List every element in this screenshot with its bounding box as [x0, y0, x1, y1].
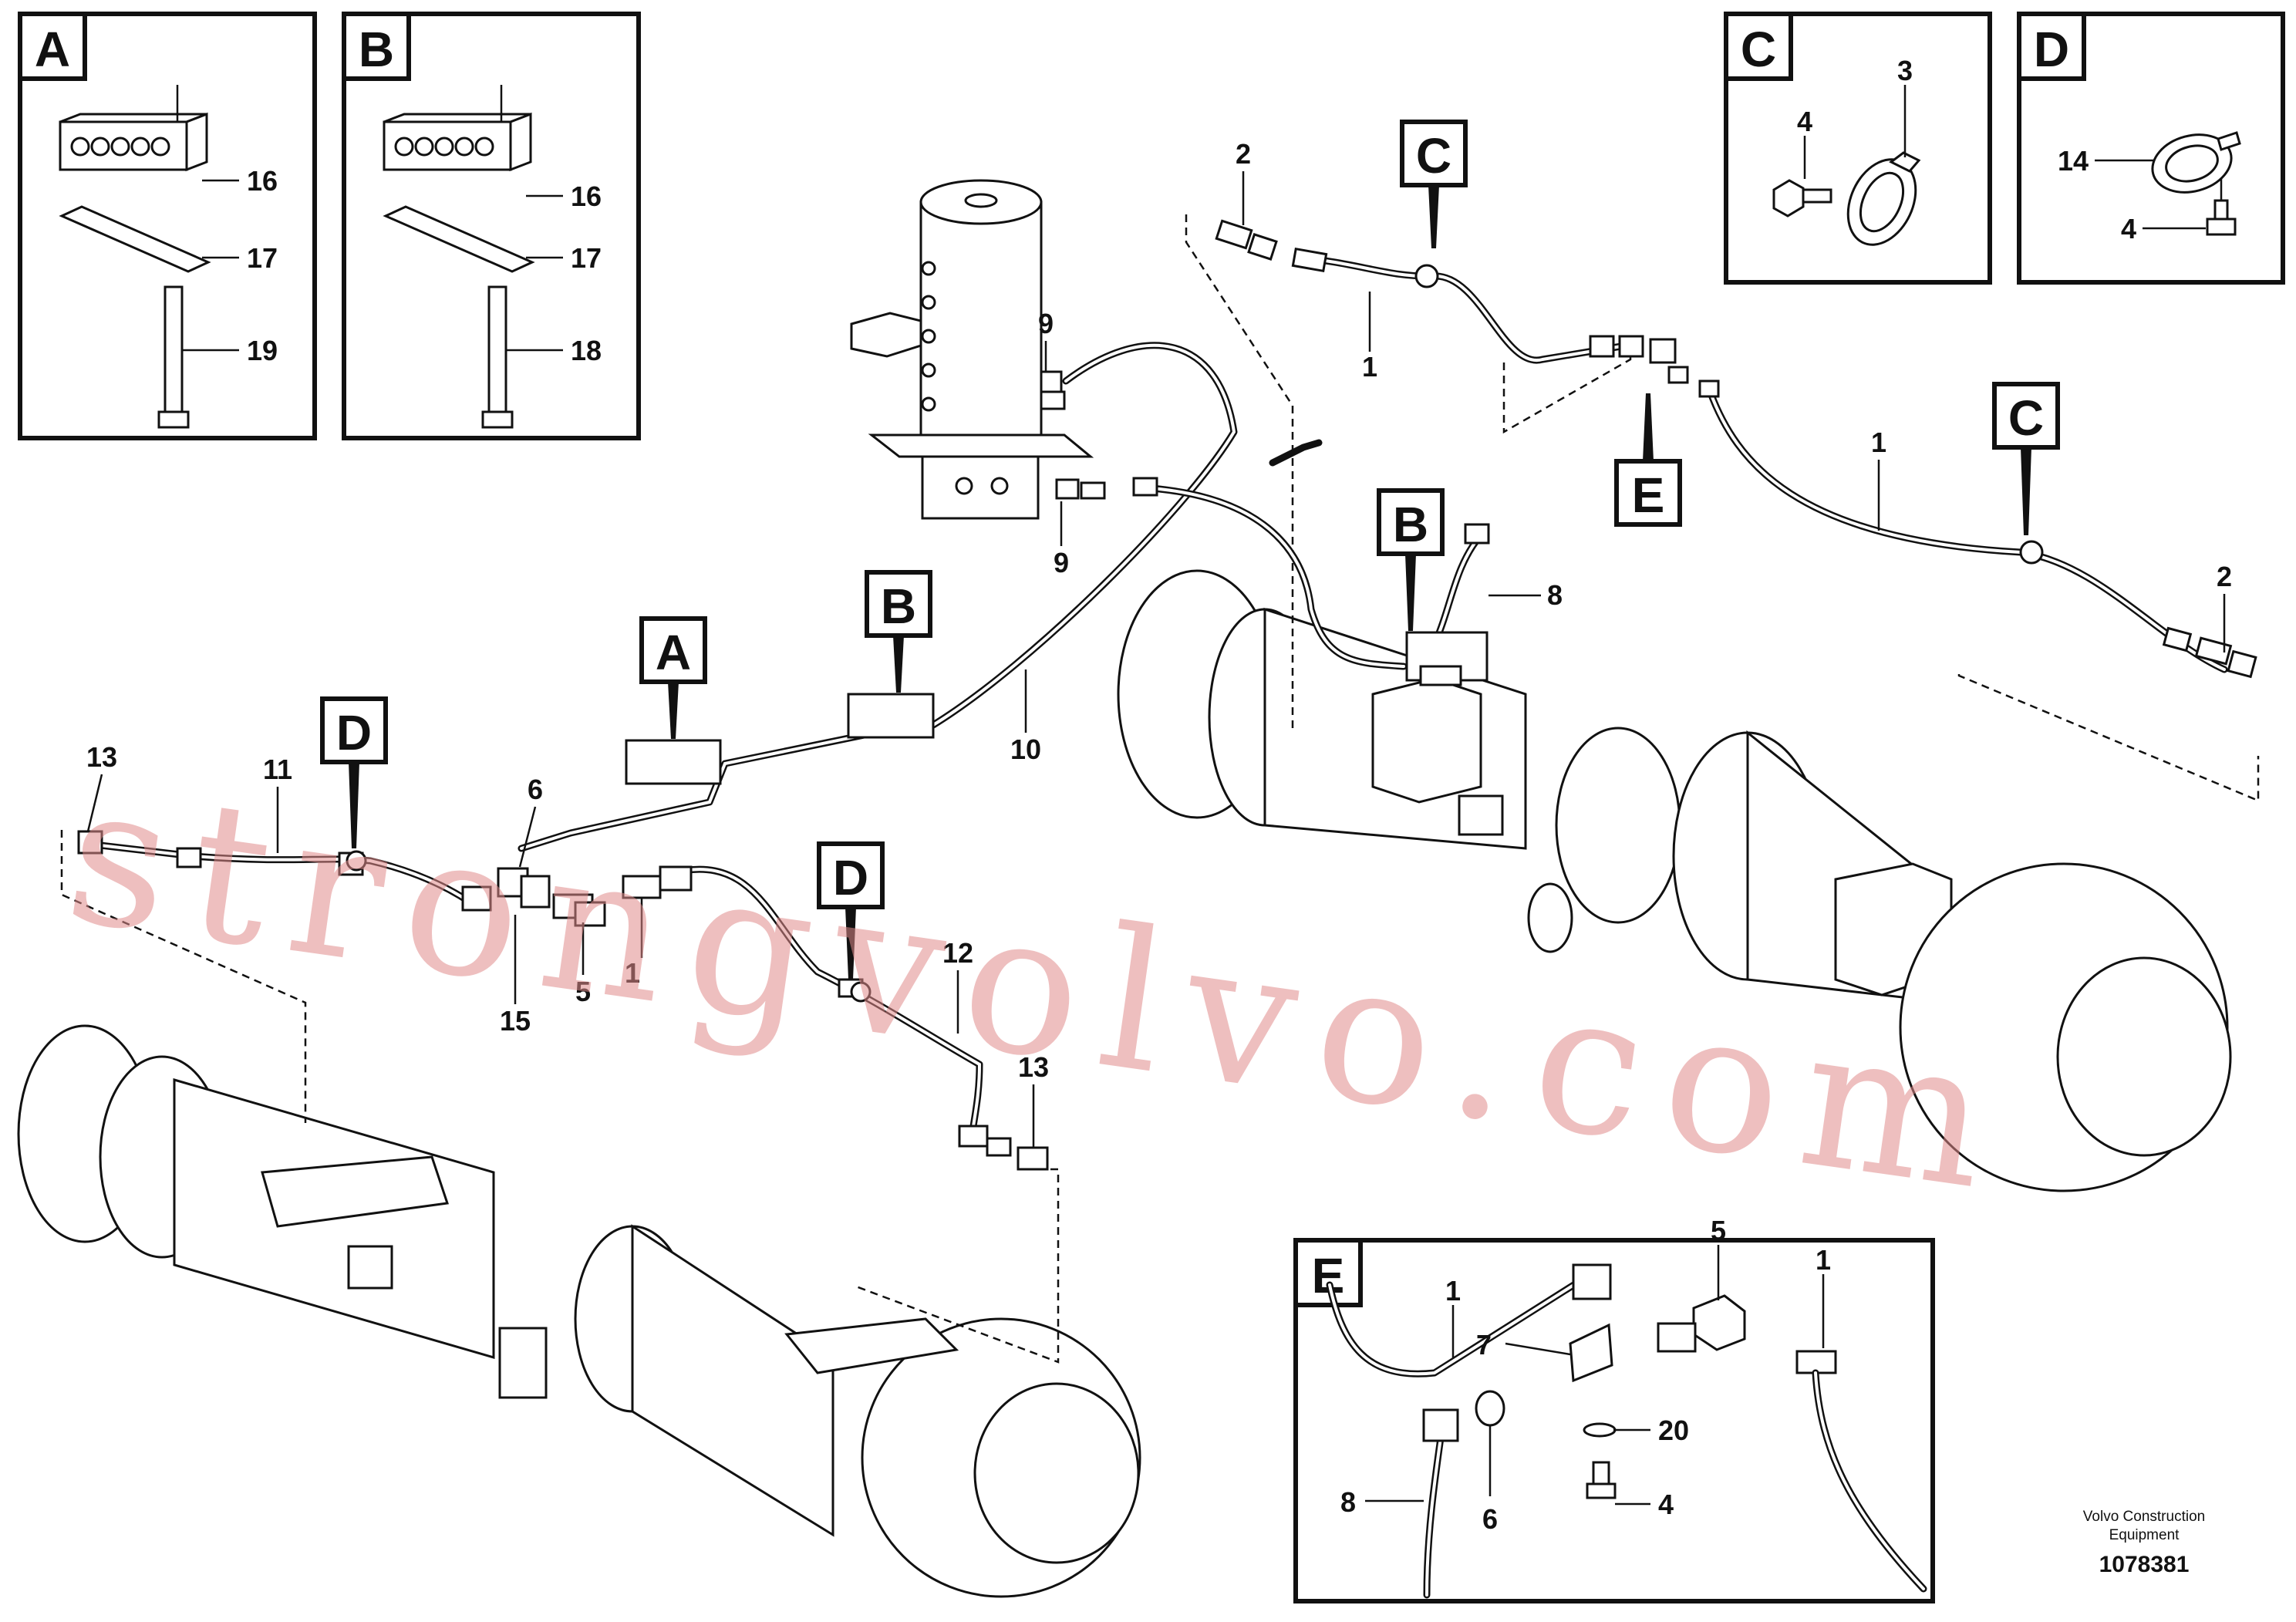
clamp-block-icon — [59, 85, 208, 172]
detail-letter-e: E — [1312, 1248, 1345, 1303]
part-label-4: 4 — [2121, 213, 2136, 244]
p-clamp-icon — [1846, 151, 1921, 246]
callout-d-left: D — [320, 696, 388, 848]
washer-icon — [1583, 1422, 1617, 1438]
svg-text:2: 2 — [2217, 561, 2232, 592]
part-label-14: 14 — [2058, 145, 2089, 177]
part-labels: 2 1 9 9 1 2 8 10 13 11 6 1 12 15 5 13 — [86, 138, 2232, 1148]
bracket-icon — [1569, 1323, 1613, 1383]
rear-axle-icon — [17, 1024, 1141, 1598]
svg-text:C: C — [2008, 390, 2044, 446]
callout-a: A — [639, 616, 707, 739]
bolt-icon — [157, 285, 190, 429]
drawing-number: 1078381 — [2099, 1552, 2190, 1577]
swivel-valve-icon — [850, 179, 1094, 520]
detail-box-e: E 1 5 1 7 20 8 6 4 — [1293, 1215, 1935, 1603]
plate-icon — [59, 205, 211, 273]
fitting-icon — [1572, 1263, 1612, 1300]
part-label-7: 7 — [1476, 1329, 1492, 1361]
part-label-6: 6 — [1482, 1503, 1498, 1535]
svg-text:D: D — [833, 850, 868, 905]
svg-text:10: 10 — [1010, 733, 1041, 765]
svg-text:13: 13 — [86, 741, 117, 773]
svg-text:C: C — [1416, 128, 1451, 184]
part-label-17: 17 — [571, 242, 602, 274]
svg-text:12: 12 — [942, 937, 973, 969]
dashed-leader — [1957, 674, 2260, 802]
svg-text:15: 15 — [500, 1005, 531, 1037]
part-label-17: 17 — [247, 242, 278, 274]
part-label-1: 1 — [1445, 1275, 1461, 1307]
front-axle-icon — [1117, 569, 2232, 1192]
svg-text:B: B — [881, 578, 916, 634]
part-label-20: 20 — [1658, 1415, 1689, 1446]
callout-b-right: B — [1377, 488, 1445, 631]
detail-box-c: C 3 4 — [1724, 12, 1992, 285]
svg-text:E: E — [1632, 467, 1665, 523]
fitting-icons — [77, 219, 2257, 1171]
dashed-leader — [1185, 214, 1294, 728]
svg-text:A: A — [656, 625, 691, 680]
part-label-16: 16 — [247, 165, 278, 197]
svg-text:B: B — [1393, 497, 1428, 552]
svg-text:5: 5 — [575, 976, 591, 1007]
detail-letter-d: D — [2034, 22, 2069, 77]
detail-box-b: B 16 17 18 — [342, 12, 641, 440]
svg-text:8: 8 — [1547, 579, 1563, 611]
svg-text:D: D — [336, 705, 372, 760]
part-label-1: 1 — [1816, 1244, 1831, 1276]
p-clamp-icon — [2151, 131, 2241, 194]
nut-icon — [1475, 1390, 1505, 1427]
svg-text:6: 6 — [528, 774, 543, 805]
callout-c-top: C — [1400, 120, 1468, 248]
clamp-block-icon — [383, 85, 532, 172]
callout-e: E — [1614, 393, 1682, 527]
detail-letter-c: C — [1741, 22, 1776, 77]
svg-text:1: 1 — [1362, 351, 1377, 383]
svg-text:13: 13 — [1018, 1051, 1049, 1083]
part-label-19: 19 — [247, 335, 278, 366]
part-label-18: 18 — [571, 335, 602, 366]
bolt-icon — [1772, 179, 1832, 218]
callout-b-left: B — [865, 570, 932, 693]
part-label-4: 4 — [1658, 1489, 1674, 1520]
svg-text:1: 1 — [1871, 427, 1886, 458]
callout-d-middle: D — [817, 841, 885, 980]
part-label-16: 16 — [571, 180, 602, 212]
detail-letter-a: A — [35, 22, 70, 77]
svg-text:1: 1 — [625, 957, 640, 989]
plate-icon — [383, 205, 535, 273]
fitting-icon — [1422, 1408, 1459, 1442]
company-name-line1: Volvo Construction — [2083, 1509, 2205, 1525]
svg-text:9: 9 — [1054, 547, 1069, 578]
dashed-leader — [855, 1168, 1060, 1364]
company-name-line2: Equipment — [2109, 1527, 2180, 1543]
part-label-4: 4 — [1797, 106, 1812, 137]
svg-text:9: 9 — [1038, 308, 1054, 339]
part-label-3: 3 — [1897, 55, 1913, 86]
callout-c-right: C — [1992, 382, 2060, 535]
fitting-icon — [1795, 1350, 1837, 1374]
svg-text:2: 2 — [1236, 138, 1251, 170]
detail-letter-b: B — [359, 22, 394, 77]
nipple-icon — [1657, 1322, 1697, 1353]
dashed-leader — [60, 830, 307, 1123]
part-label-5: 5 — [1711, 1215, 1726, 1246]
part-label-8: 8 — [1340, 1486, 1356, 1518]
detail-box-a: A 16 17 19 — [18, 12, 317, 440]
bolt-icon — [1586, 1461, 1617, 1499]
detail-box-d: D 14 4 — [2017, 12, 2285, 285]
svg-text:11: 11 — [263, 754, 292, 785]
